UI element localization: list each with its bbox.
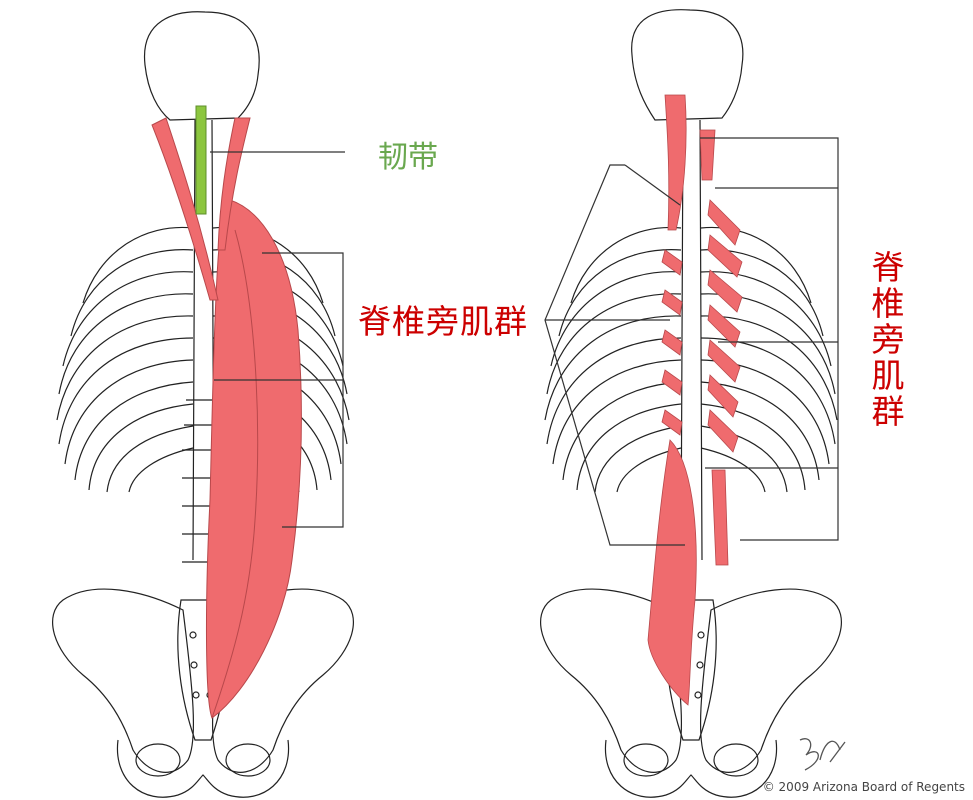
right-skull <box>631 9 744 121</box>
copyright-notice: © 2009 Arizona Board of Regents <box>762 780 965 794</box>
left-skeleton <box>51 11 355 798</box>
erector-spinae-label-left: 脊椎旁肌群 <box>358 302 528 341</box>
left-leader-lines <box>210 151 345 528</box>
right-leader-lines <box>544 137 839 546</box>
right-muscle-segments <box>647 94 743 706</box>
erector-spinae-label-right: 脊椎旁肌群 <box>871 248 905 431</box>
left-neck-muscle-b <box>217 117 251 251</box>
ligamentum-nuchae <box>195 105 207 215</box>
left-vertebrae <box>182 399 224 563</box>
right-ribcage <box>544 226 838 493</box>
left-erector-muscle <box>205 199 302 719</box>
ligament-label: 韧带 <box>378 140 438 175</box>
left-skull <box>143 11 260 121</box>
left-neck-muscle-a <box>151 117 219 301</box>
left-erector-muscle-line <box>211 229 259 719</box>
right-skeleton <box>539 9 843 798</box>
left-pelvis <box>51 588 355 798</box>
left-figure <box>51 11 355 798</box>
right-figure <box>539 9 843 798</box>
artist-signature <box>799 738 846 771</box>
